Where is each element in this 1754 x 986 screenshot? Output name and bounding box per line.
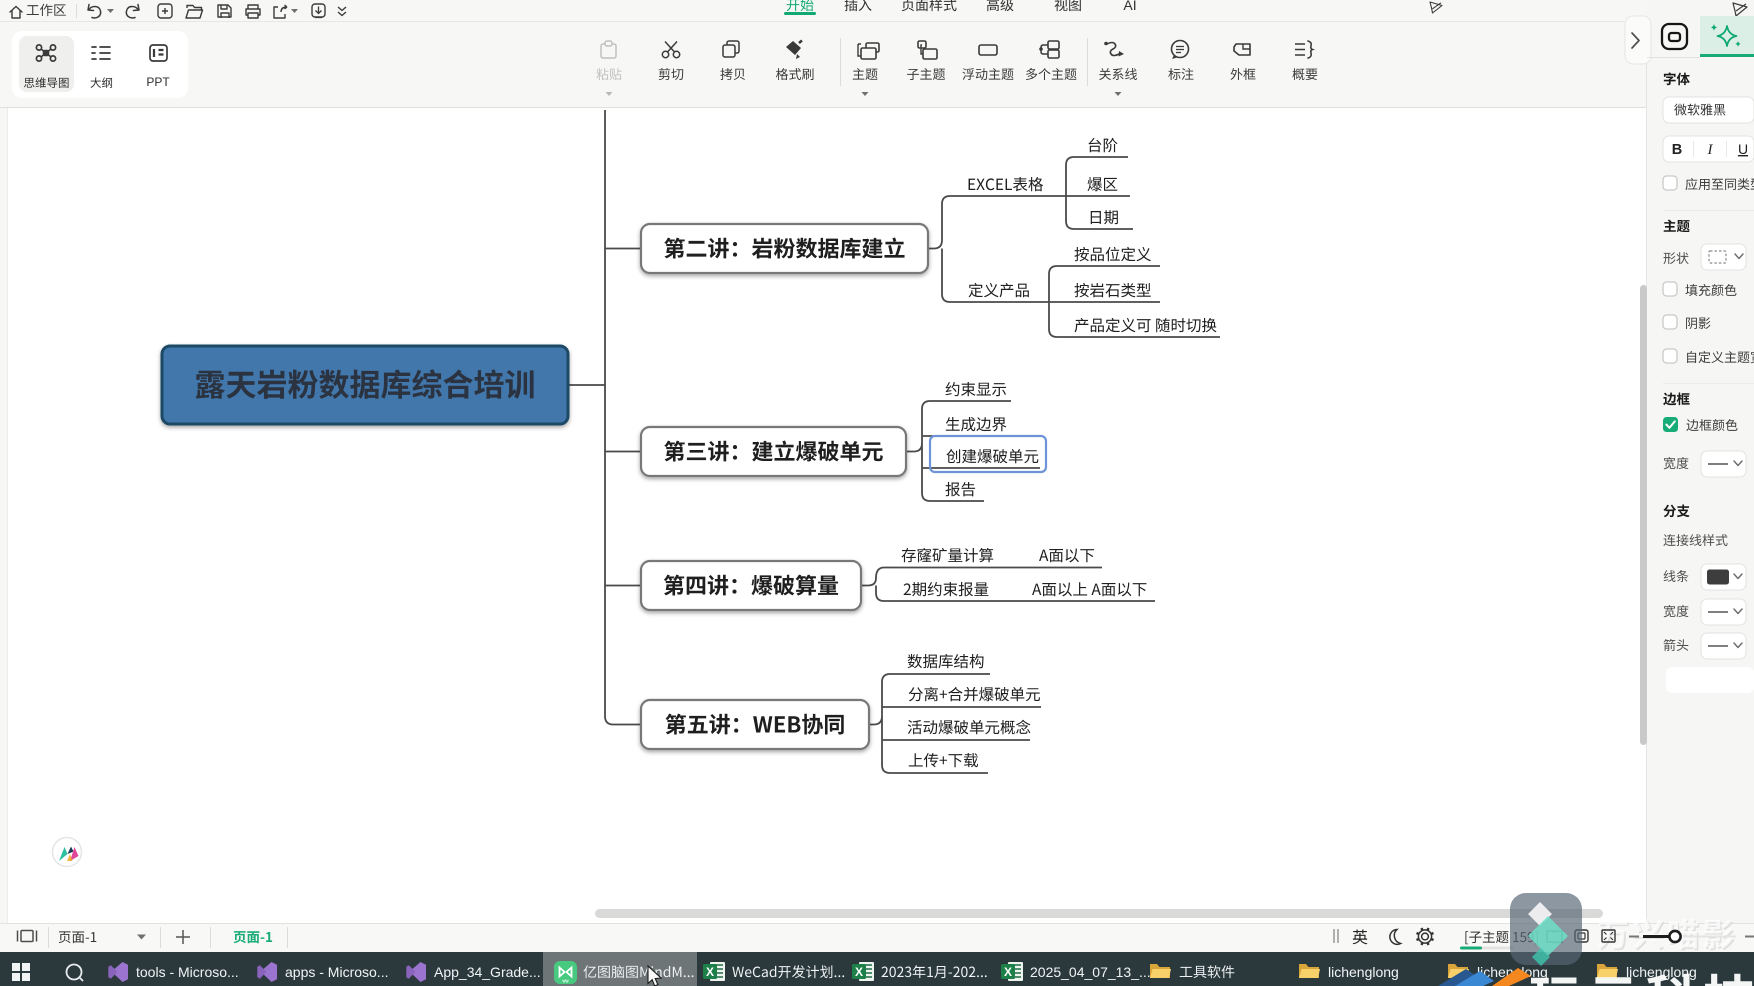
svg-text:U: U — [1738, 141, 1748, 157]
svg-text:App_34_Grade...: App_34_Grade... — [434, 964, 541, 980]
svg-text:apps - Microso...: apps - Microso... — [285, 964, 388, 980]
svg-text:tools - Microso...: tools - Microso... — [136, 964, 239, 980]
svg-text:X: X — [1004, 965, 1012, 979]
svg-text:X: X — [706, 965, 714, 979]
svg-text:2025_04_07_13_...: 2025_04_07_13_... — [1030, 964, 1151, 980]
svg-text:lichenglong: lichenglong — [1328, 964, 1399, 980]
svg-text:B: B — [1672, 142, 1682, 158]
svg-text:I: I — [1707, 142, 1714, 158]
svg-text:PPT: PPT — [146, 75, 170, 89]
svg-text:X: X — [855, 965, 863, 979]
svg-text:lichenglong: lichenglong — [1626, 964, 1697, 980]
svg-text:AI: AI — [1123, 0, 1136, 13]
